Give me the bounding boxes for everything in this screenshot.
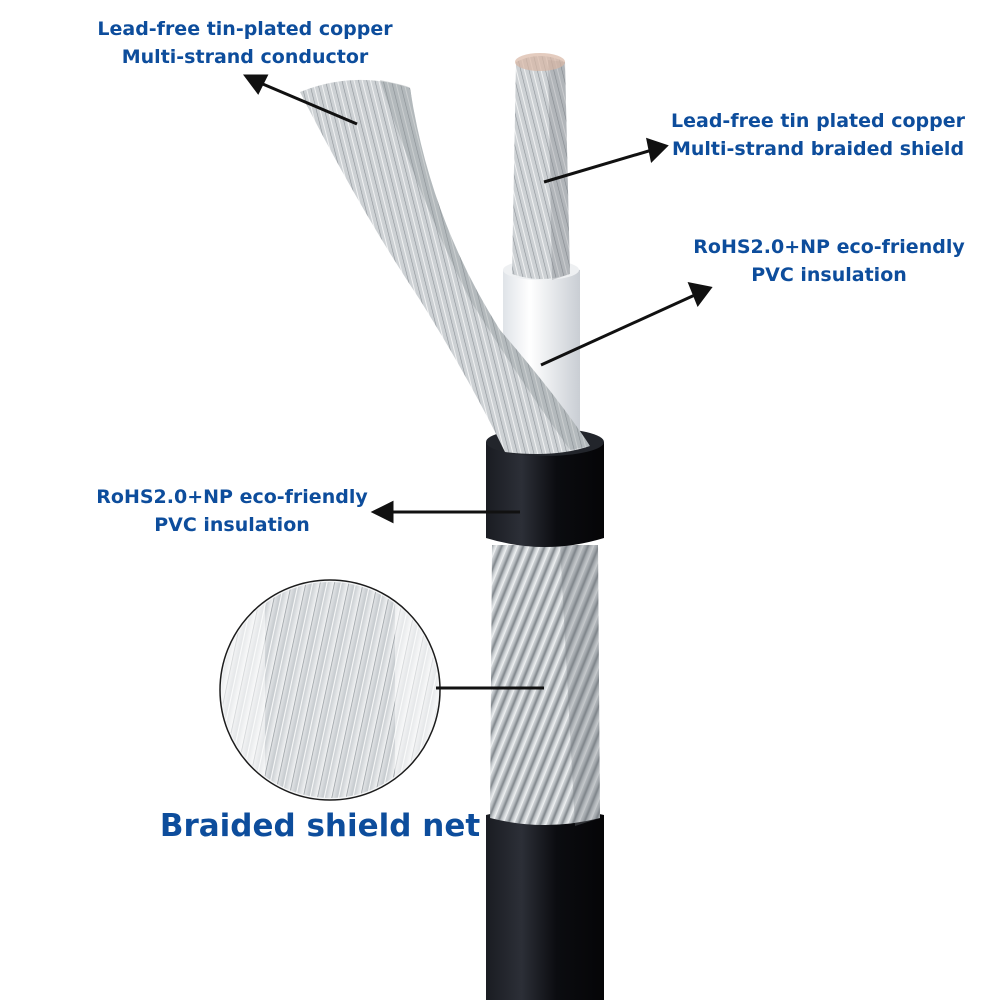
arrowhead-outer-insulation xyxy=(370,500,394,524)
arrowhead-conductor xyxy=(243,74,269,95)
label-conductor-line1: Lead-free tin-plated copper xyxy=(97,18,393,40)
label-inner-insulation: RoHS2.0+NP eco-friendly PVC insulation xyxy=(685,234,973,289)
arrow-shield xyxy=(543,148,653,184)
label-outer-insulation-line2: PVC insulation xyxy=(154,513,310,536)
label-inner-insulation-line1: RoHS2.0+NP eco-friendly xyxy=(693,236,965,258)
braided-shield-section xyxy=(490,545,600,825)
leader-lines xyxy=(243,74,713,690)
arrow-inner-insulation xyxy=(540,292,698,367)
label-conductor-line2: Multi-strand conductor xyxy=(121,45,369,68)
label-outer-insulation: RoHS2.0+NP eco-friendly PVC insulation xyxy=(88,484,376,539)
label-outer-insulation-line1: RoHS2.0+NP eco-friendly xyxy=(96,486,368,508)
shield-strand-bundle-shade xyxy=(380,80,590,450)
label-braided-net: Braided shield net xyxy=(150,808,490,845)
inner-conductor-shading xyxy=(548,60,570,280)
outer-insulation-ring xyxy=(486,434,604,547)
label-shield: Lead-free tin plated copper Multi-strand… xyxy=(660,108,976,163)
outer-jacket-bottom xyxy=(486,807,604,1000)
label-braided-net-text: Braided shield net xyxy=(159,808,481,844)
arrowhead-inner-insulation xyxy=(687,281,713,308)
braided-shield-shading xyxy=(560,545,600,826)
inner-conductor-tip xyxy=(515,53,565,71)
arrow-conductor xyxy=(257,80,358,126)
label-conductor: Lead-free tin-plated copper Multi-strand… xyxy=(90,16,400,71)
arrowhead-shield xyxy=(646,137,669,164)
label-shield-line1: Lead-free tin plated copper xyxy=(671,110,965,132)
label-shield-line2: Multi-strand braided shield xyxy=(671,137,965,160)
shield-strand-bundle xyxy=(300,79,590,455)
inner-conductor xyxy=(512,56,570,279)
label-inner-insulation-line2: PVC insulation xyxy=(751,263,907,286)
zoom-circle-border xyxy=(219,579,441,801)
